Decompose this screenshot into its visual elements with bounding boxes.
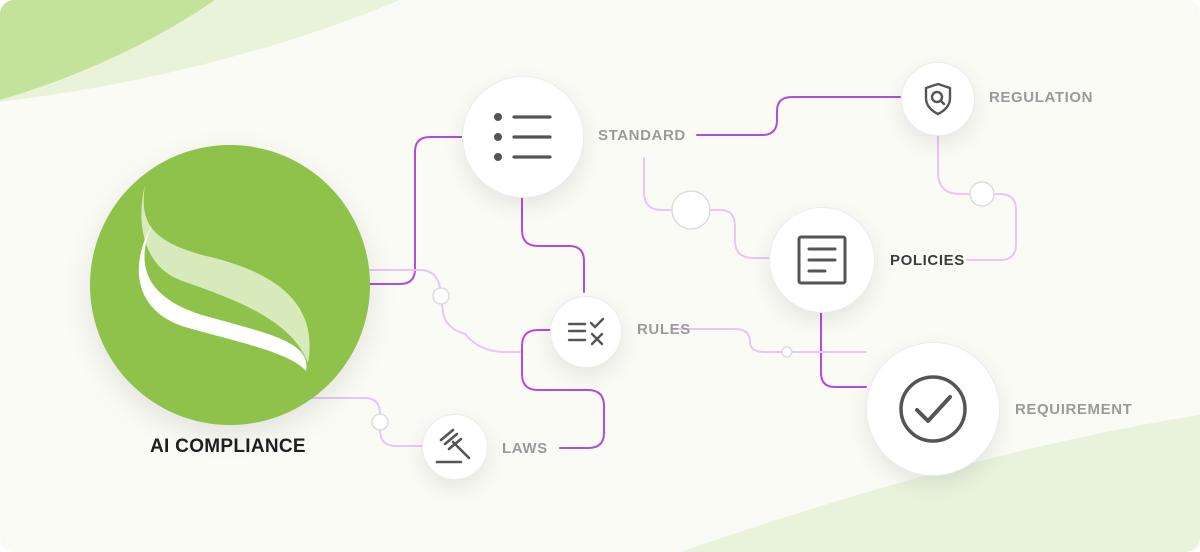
- laws-node[interactable]: [422, 414, 488, 480]
- rules-node[interactable]: [550, 296, 622, 368]
- standard-node[interactable]: [462, 76, 584, 198]
- checklist-icon: [567, 317, 605, 346]
- requirement-label: REQUIREMENT: [1015, 401, 1133, 418]
- leaf-s-icon: [138, 185, 310, 371]
- requirement-node[interactable]: [866, 342, 1000, 476]
- standard-label: STANDARD: [598, 127, 686, 144]
- policies-label: POLICIES: [890, 252, 965, 269]
- laws-label: LAWS: [502, 440, 548, 457]
- list-icon: [494, 113, 552, 161]
- gavel-icon: [435, 428, 471, 464]
- rules-label: RULES: [637, 321, 691, 338]
- shield-search-icon: [924, 82, 952, 116]
- regulation-label: REGULATION: [989, 89, 1094, 106]
- ai-compliance-logo: [90, 145, 370, 425]
- document-icon: [797, 235, 847, 285]
- brand-title: AI COMPLIANCE: [150, 436, 306, 457]
- regulation-node[interactable]: [901, 62, 975, 136]
- policies-node[interactable]: [769, 207, 875, 313]
- checkmark-circle-icon: [899, 375, 967, 443]
